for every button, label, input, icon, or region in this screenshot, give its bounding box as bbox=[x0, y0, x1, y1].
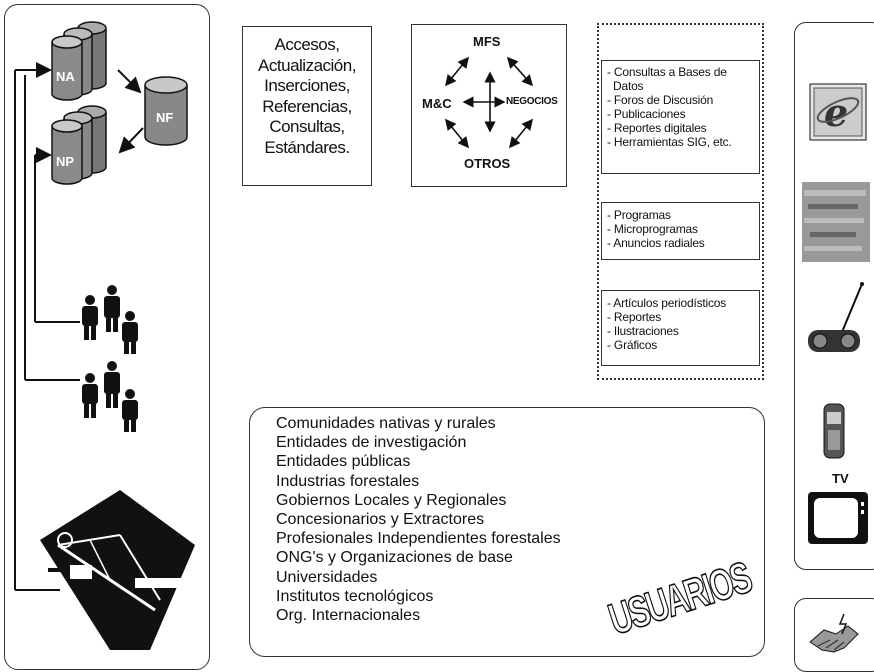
network-node-bottom: OTROS bbox=[464, 156, 511, 171]
digital-item: - Consultas a Bases de bbox=[607, 65, 727, 79]
users-box: Comunidades nativas y rurales Entidades … bbox=[249, 407, 765, 657]
users-title-art: USUARIOS bbox=[602, 552, 758, 642]
user-group-item: Entidades de investigación bbox=[276, 434, 467, 452]
television-icon bbox=[808, 492, 868, 544]
access-line: Referencias, bbox=[262, 96, 352, 116]
radio-icon bbox=[808, 282, 864, 352]
access-line: Estándares. bbox=[264, 137, 350, 157]
tv-label: TV bbox=[832, 471, 849, 486]
user-group-item: Entidades públicas bbox=[276, 453, 411, 471]
na-database-icon: NA bbox=[51, 21, 107, 101]
users-title: USUARIOS bbox=[603, 553, 757, 642]
access-line: Consultas, bbox=[269, 117, 345, 136]
print-item: - Ilustraciones bbox=[607, 324, 679, 338]
user-group-item: Profesionales Independientes forestales bbox=[276, 530, 561, 548]
people-group-icon bbox=[82, 285, 138, 354]
svg-text:e: e bbox=[824, 90, 848, 135]
np-database-icon: NP bbox=[51, 105, 107, 185]
digital-item: - Herramientas SIG, etc. bbox=[607, 135, 732, 149]
user-group-item: Org. Internacionales bbox=[276, 607, 421, 625]
media-channels-column bbox=[597, 23, 764, 380]
network-diagram-box: MFS M&C NEGOCIOS OTROS bbox=[411, 24, 567, 187]
user-group-item: Comunidades nativas y rurales bbox=[276, 415, 496, 432]
access-line: Actualización, bbox=[258, 55, 356, 75]
nf-database-icon: NF bbox=[144, 76, 188, 146]
access-line: Accesos, bbox=[274, 35, 340, 54]
user-group-item: Universidades bbox=[276, 568, 378, 586]
newspaper-icon bbox=[802, 182, 870, 262]
digital-item: Datos bbox=[613, 79, 644, 93]
radio-item: - Programas bbox=[607, 208, 671, 222]
user-group-item: Concesionarios y Extractores bbox=[276, 511, 485, 529]
nf-label: NF bbox=[156, 110, 173, 125]
digital-item: - Reportes digitales bbox=[607, 121, 707, 135]
left-panel-graphics: NA NP NF bbox=[14, 21, 195, 650]
access-line: Inserciones, bbox=[264, 76, 350, 95]
na-to-nf-arrow bbox=[117, 69, 142, 94]
user-group-item: Institutos tecnológicos bbox=[276, 587, 434, 605]
network-node-left: M&C bbox=[422, 96, 452, 111]
media-icons: e bbox=[802, 83, 870, 544]
feedback-lines bbox=[14, 62, 80, 591]
radio-item: - Microprogramas bbox=[607, 222, 698, 236]
print-item: - Artículos periodísticos bbox=[607, 296, 727, 310]
nf-to-np-arrow bbox=[118, 127, 144, 154]
logging-machinery-icon bbox=[40, 490, 195, 650]
access-operations-box: Accesos, Actualización, Inserciones, Ref… bbox=[242, 26, 372, 186]
handshake-icon bbox=[809, 613, 859, 653]
digital-item: - Foros de Discusión bbox=[607, 93, 714, 107]
internet-browser-icon: e bbox=[809, 83, 867, 141]
mobile-phone-icon bbox=[823, 403, 845, 459]
user-group-item: Gobiernos Locales y Regionales bbox=[276, 491, 507, 509]
people-group-icon bbox=[82, 361, 138, 432]
print-item: - Reportes bbox=[607, 310, 662, 324]
na-label: NA bbox=[56, 69, 75, 84]
radio-item: - Anuncios radiales bbox=[607, 236, 705, 250]
user-group-item: Industrias forestales bbox=[276, 472, 420, 490]
print-item: - Gráficos bbox=[607, 338, 658, 352]
np-label: NP bbox=[56, 154, 74, 169]
network-node-right: NEGOCIOS bbox=[506, 96, 558, 107]
network-node-top: MFS bbox=[473, 34, 501, 49]
digital-item: - Publicaciones bbox=[607, 107, 686, 121]
user-group-item: ONG's y Organizaciones de base bbox=[276, 549, 513, 567]
network-arrows bbox=[444, 56, 534, 149]
print-channel-box: - Artículos periodísticos - Reportes - I… bbox=[601, 290, 760, 366]
radio-channel-box: - Programas - Microprogramas - Anuncios … bbox=[601, 202, 760, 260]
digital-channel-box: - Consultas a Bases de Datos - Foros de … bbox=[601, 60, 760, 174]
